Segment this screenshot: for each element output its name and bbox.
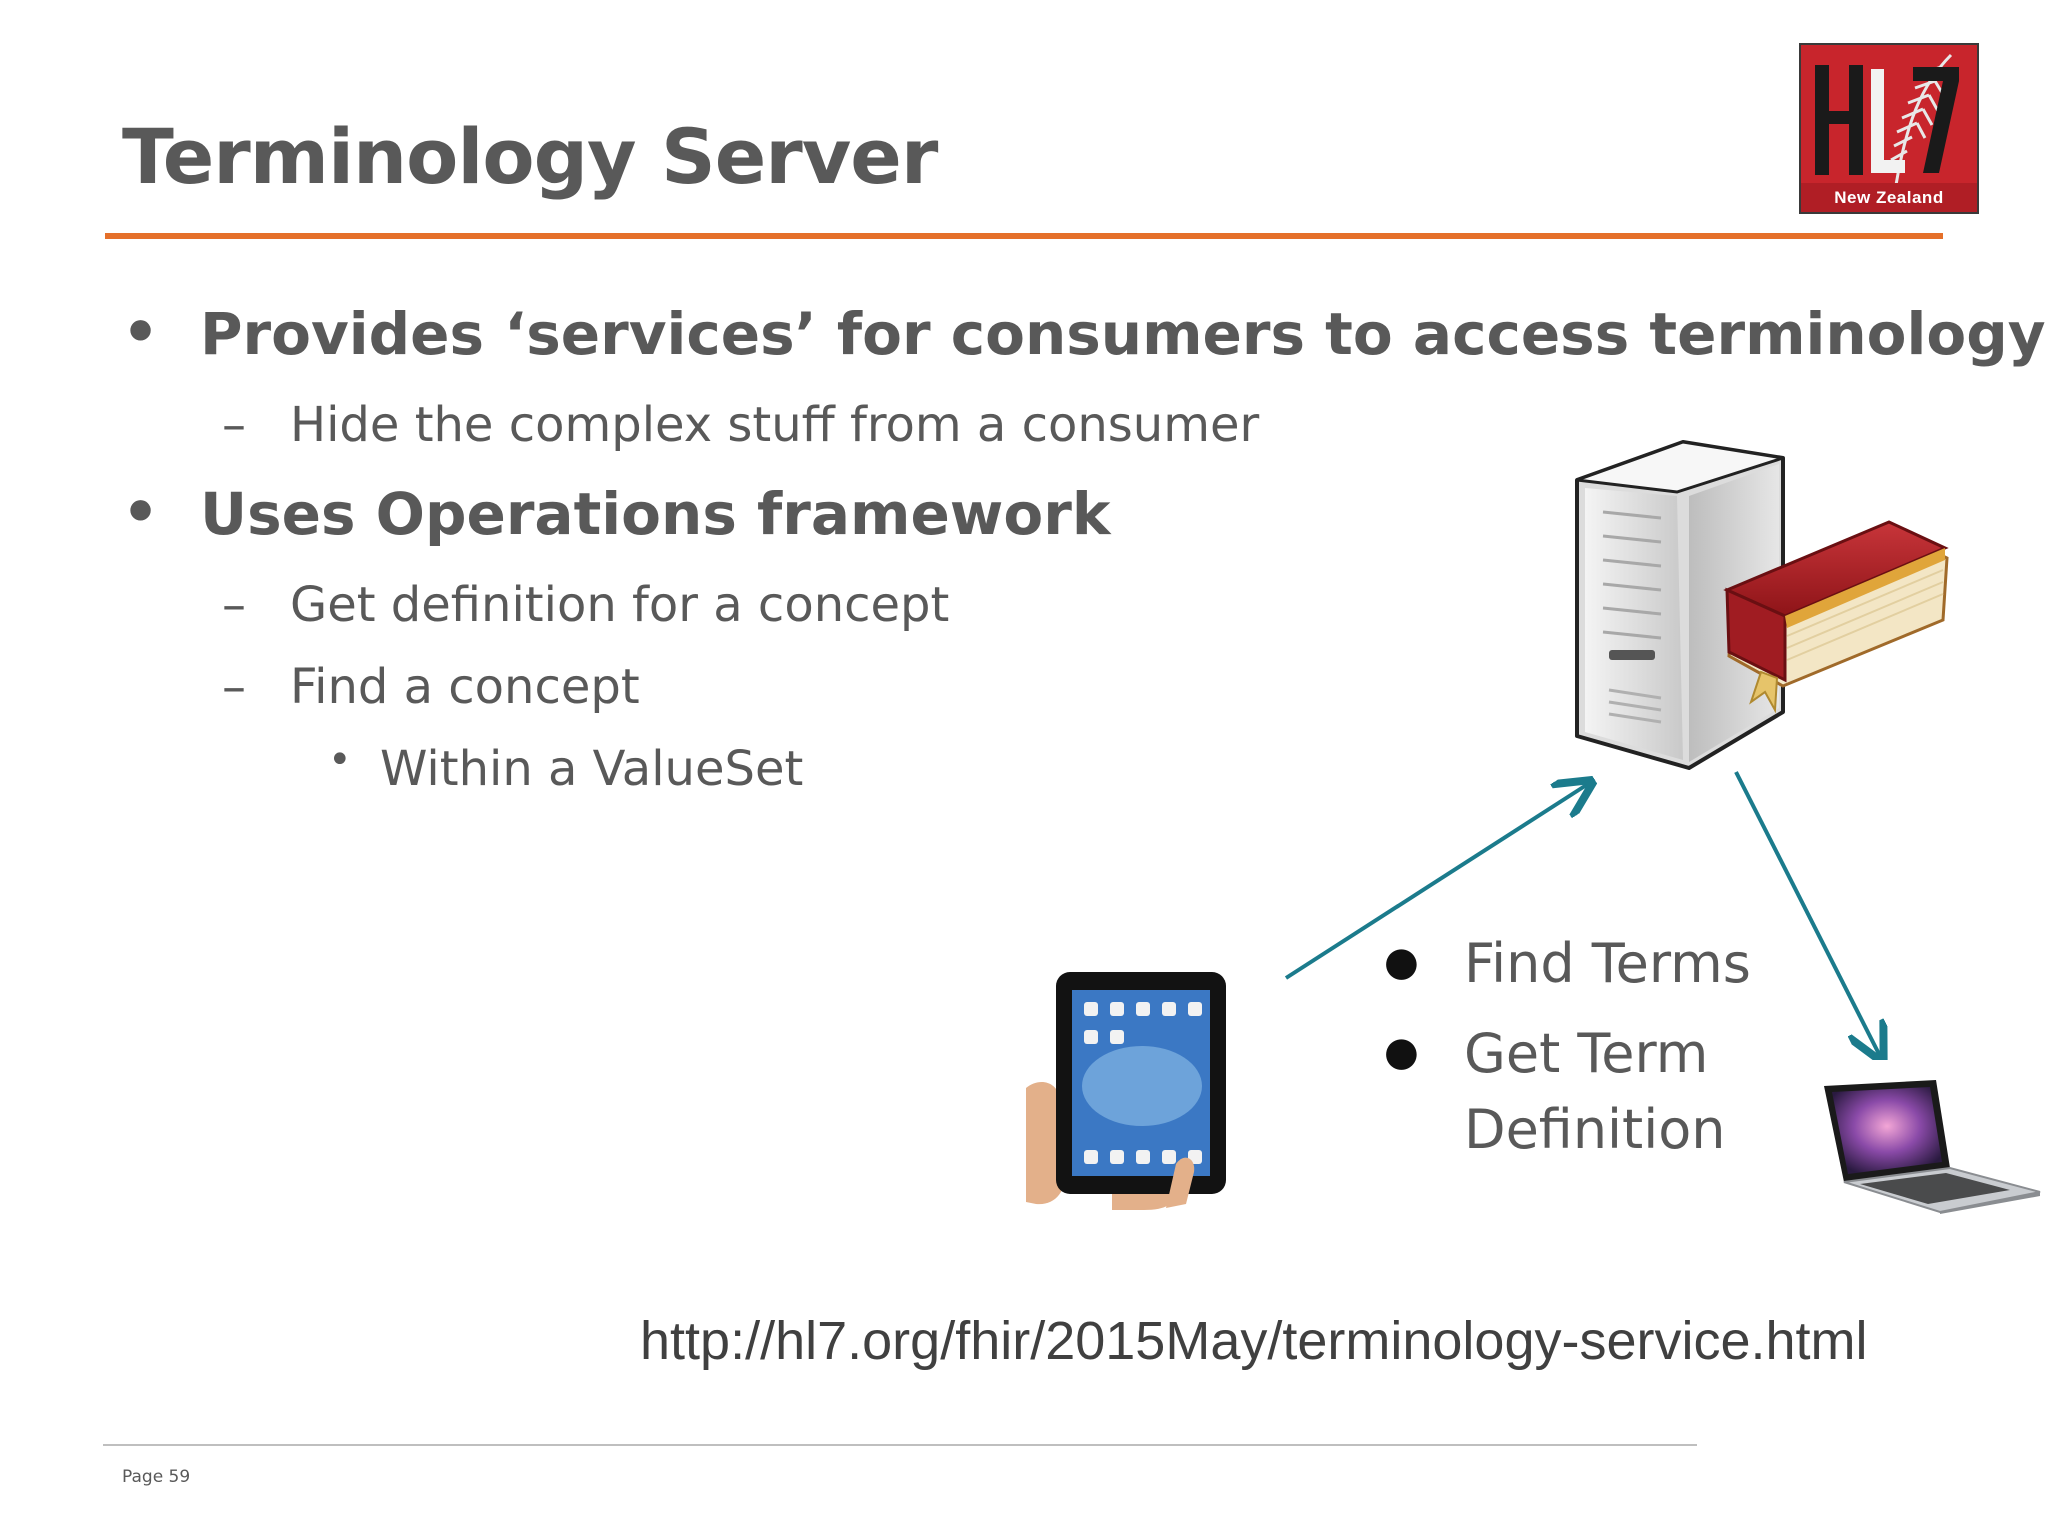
tablet-icon — [1026, 972, 1226, 1210]
bullet-marker: ● — [1384, 1029, 1419, 1075]
page-number: Page 59 — [122, 1467, 191, 1487]
dash-marker: – — [222, 397, 246, 453]
server-icon — [1575, 440, 1949, 770]
operation-label: Definition — [1464, 1098, 1726, 1161]
dash-marker: – — [222, 577, 246, 633]
bullet-marker: • — [328, 737, 352, 783]
operation-item: ● Get Term — [1384, 1016, 1709, 1092]
hl7-new-zealand-logo: New Zealand — [1799, 43, 1979, 214]
bullet-text: Find a concept — [290, 659, 640, 715]
operation-label: Get Term — [1464, 1022, 1709, 1085]
bullet-text: Hide the complex stuff from a consumer — [290, 397, 1260, 453]
title-divider — [105, 233, 1943, 239]
operation-label: Find Terms — [1464, 932, 1751, 995]
arrow-icon — [1284, 771, 1890, 1060]
bullet-text: Uses Operations framework — [200, 480, 1111, 548]
dash-marker: – — [222, 659, 246, 715]
logo-caption: New Zealand — [1834, 188, 1944, 207]
bullet-text: Provides ‘services’ for consumers to acc… — [200, 300, 2046, 368]
bullet-marker: • — [122, 478, 160, 546]
book-icon — [1723, 520, 1949, 714]
bullet-marker: ● — [1384, 939, 1419, 985]
slide-title: Terminology Server — [122, 112, 938, 201]
reference-link[interactable]: http://hl7.org/fhir/2015May/terminology-… — [640, 1311, 1868, 1371]
bullet-text: Within a ValueSet — [380, 741, 804, 797]
bullet-marker: • — [122, 298, 160, 366]
laptop-icon — [1824, 1080, 2041, 1214]
operation-item: ● Find Terms — [1384, 926, 1751, 1002]
bullet-text: Get definition for a concept — [290, 577, 950, 633]
operation-item-continued: Definition — [1464, 1092, 1725, 1168]
footer-divider — [103, 1444, 1697, 1446]
